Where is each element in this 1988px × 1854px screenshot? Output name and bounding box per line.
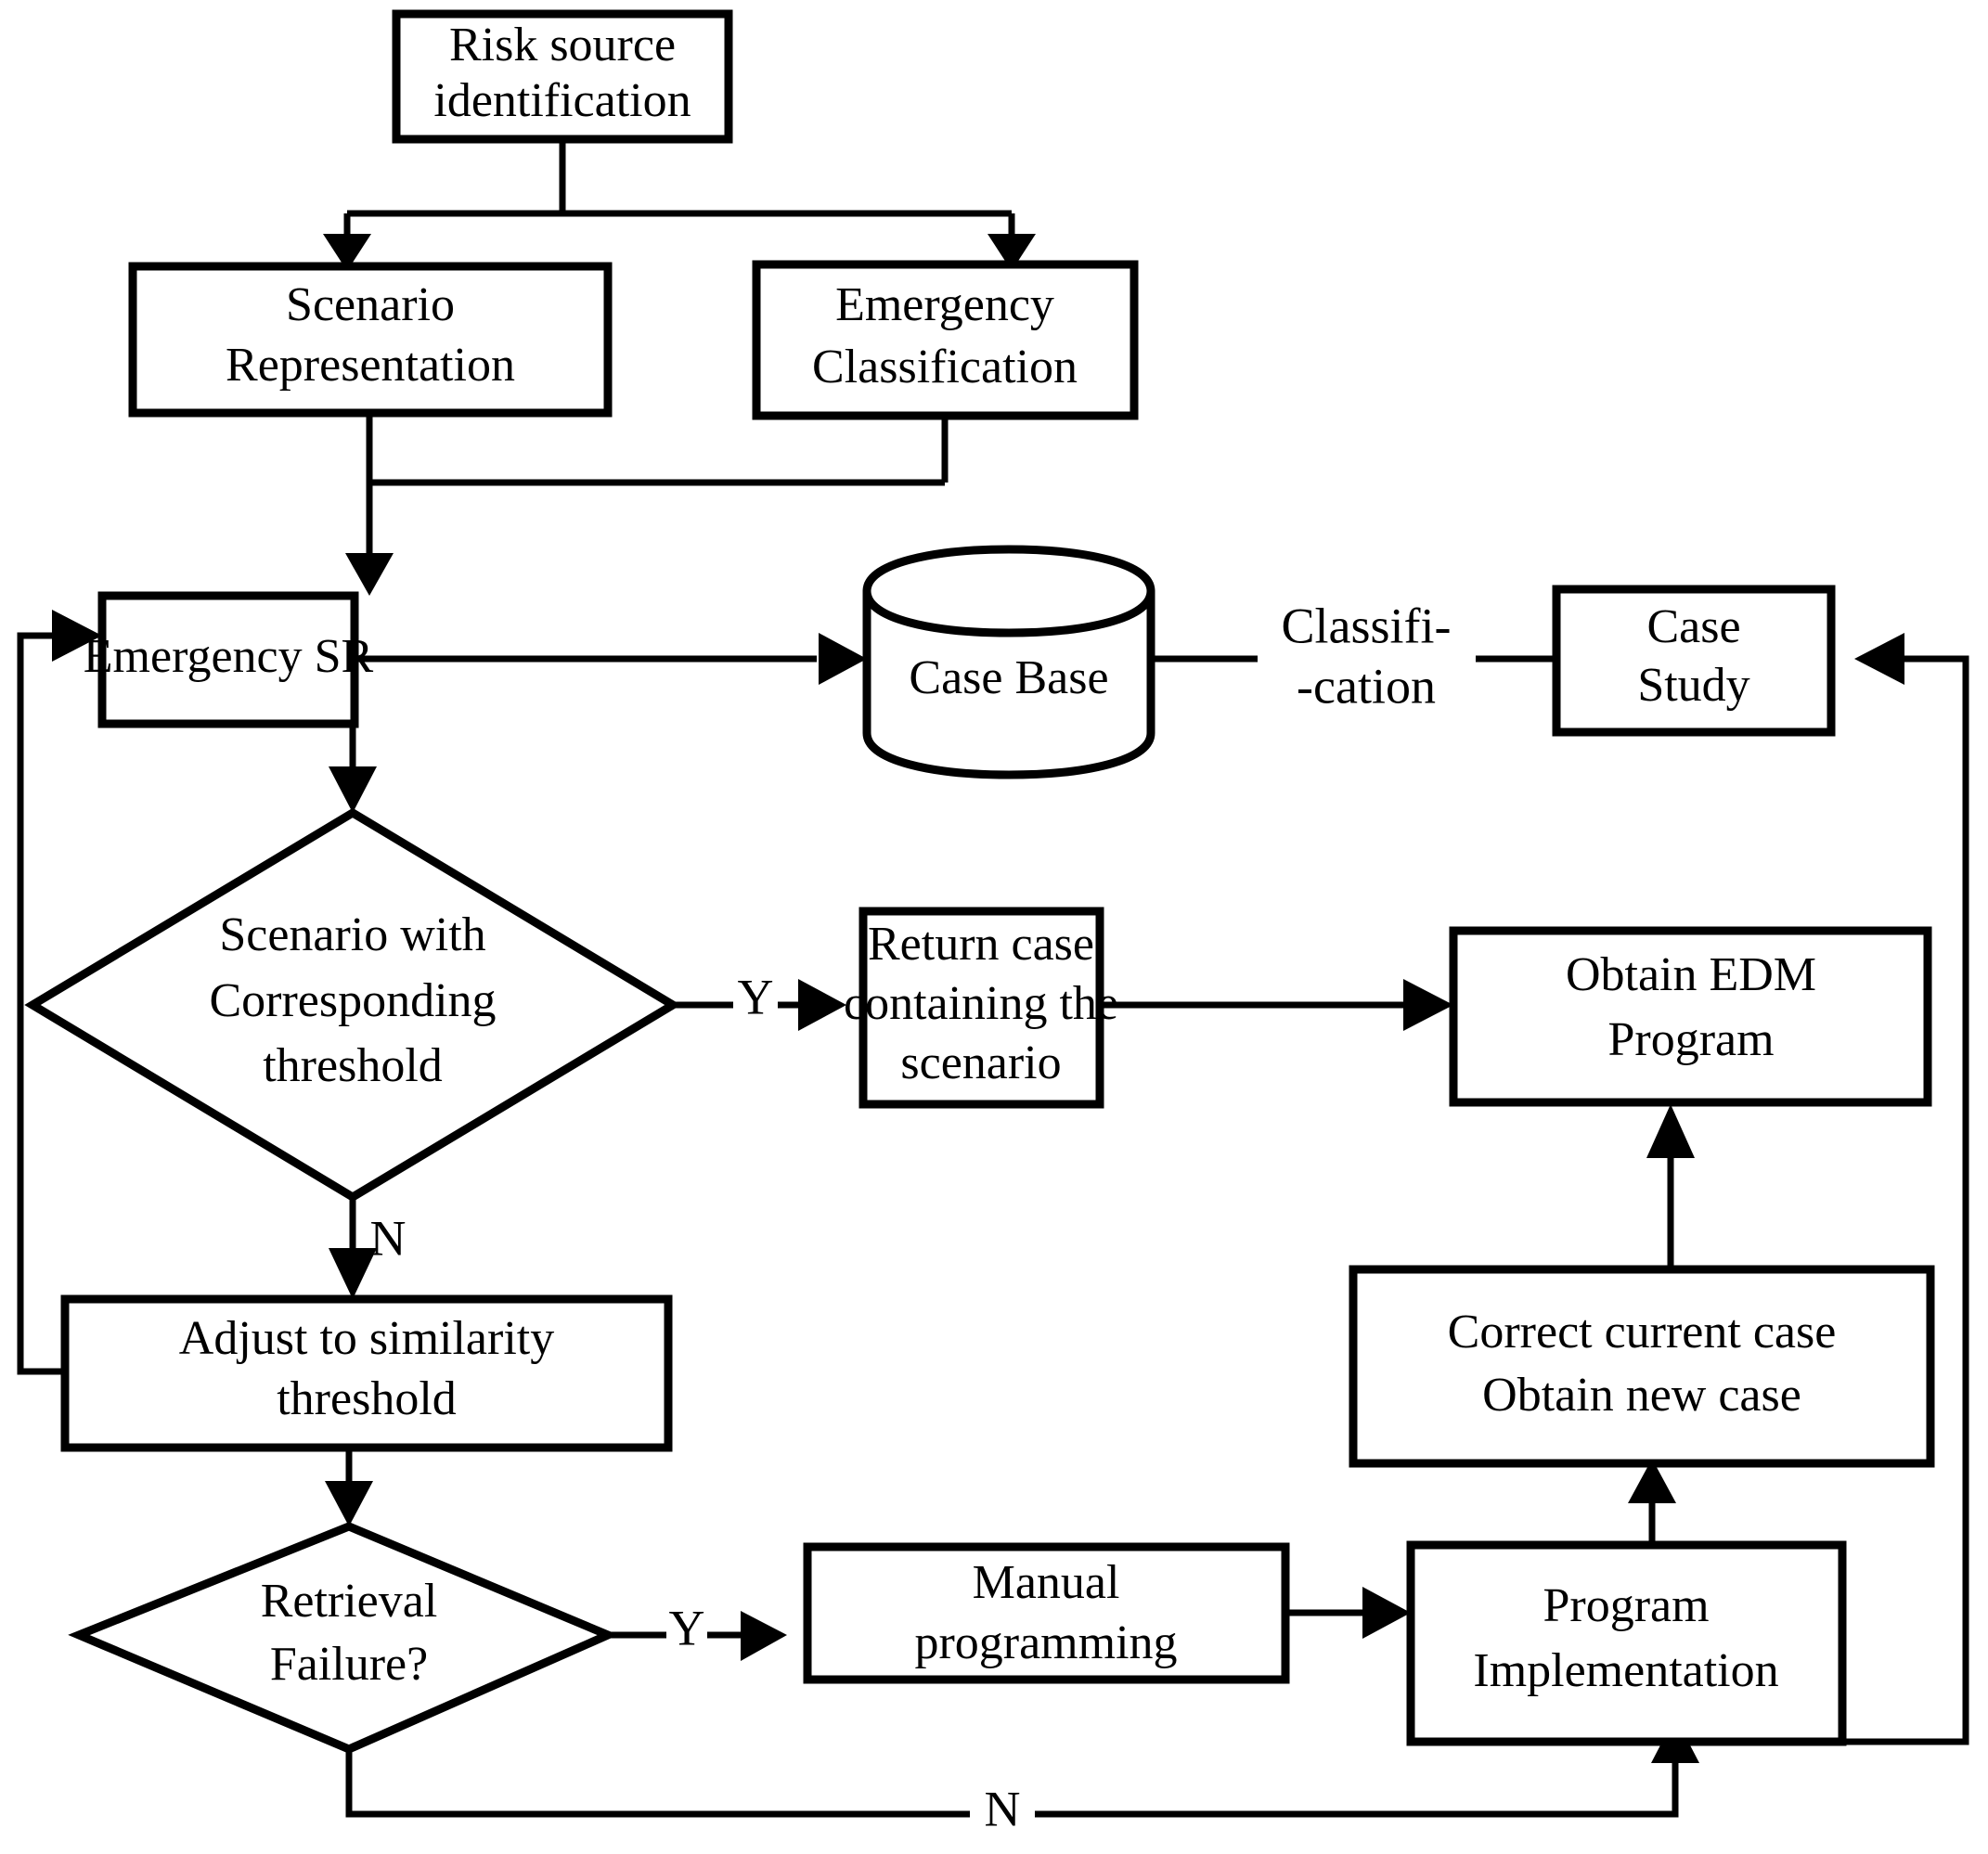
node-obtain-edm-program[interactable]: Obtain EDM Program (1449, 926, 1932, 1107)
retrieval-failure-diamond[interactable] (68, 1522, 619, 1754)
edge-programimpl-to-casestudy (1842, 655, 1969, 1745)
edge-diamond2-no-right (1035, 1763, 1679, 1818)
node-return-case[interactable]: Return case containing the scenario (844, 907, 1118, 1109)
classification-label-line2: -cation (1297, 658, 1436, 714)
edge-label-retrieval-no: N (985, 1781, 1021, 1836)
return-case-label-line1: Return case (868, 918, 1094, 971)
edge-diamond2-no-left (345, 1749, 970, 1818)
edge-label-retrieval-yes: Y (669, 1600, 705, 1655)
scenario-threshold-label-line3: threshold (263, 1039, 443, 1092)
arrowhead-to-return-case (798, 979, 846, 1031)
manual-programming-label-line2: programming (914, 1616, 1177, 1669)
case-study-label-line1: Case (1646, 600, 1740, 653)
node-emergency-classification[interactable]: Emergency Classification (752, 260, 1139, 420)
node-adjust-threshold[interactable]: Adjust to similarity threshold (60, 1294, 673, 1452)
retrieval-failure-label-line2: Failure? (270, 1638, 428, 1691)
emergency-classification-box[interactable] (752, 260, 1139, 420)
classification-label-line1: Classifi- (1282, 598, 1452, 653)
obtain-edm-box[interactable] (1449, 926, 1932, 1107)
node-program-implementation[interactable]: Program Implementation (1406, 1540, 1847, 1746)
node-scenario-threshold-decision[interactable]: Scenario with Corresponding threshold (24, 807, 681, 1203)
risk-source-label-line2: identification (433, 74, 691, 127)
arrowhead-to-emergency-classification (988, 234, 1036, 271)
emergency-sr-box[interactable] (97, 591, 359, 728)
adjust-threshold-box[interactable] (60, 1294, 673, 1452)
arrowhead-to-correct-case (1628, 1459, 1676, 1503)
edge-label-threshold-yes: Y (738, 969, 774, 1024)
scenario-representation-box[interactable] (128, 262, 613, 418)
arrowhead-to-scenario-representation (323, 234, 371, 271)
adjust-threshold-label-line2: threshold (277, 1372, 457, 1425)
correct-case-label-line2: Obtain new case (1482, 1369, 1801, 1422)
program-implementation-label-line2: Implementation (1473, 1644, 1778, 1697)
scenario-threshold-label-line1: Scenario with (219, 908, 485, 961)
case-study-box[interactable] (1552, 585, 1836, 737)
arrowhead-to-case-study (1854, 633, 1904, 685)
risk-source-box[interactable] (392, 9, 733, 144)
risk-source-label-line1: Risk source (449, 19, 676, 71)
node-retrieval-failure-decision[interactable]: Retrieval Failure? (68, 1522, 619, 1754)
obtain-edm-label-line2: Program (1607, 1013, 1774, 1066)
correct-current-case-box[interactable] (1349, 1265, 1935, 1468)
return-case-label-line2: containing the (844, 977, 1118, 1030)
manual-programming-label-line1: Manual (973, 1556, 1120, 1609)
arrowhead-to-obtain-edm (1403, 979, 1453, 1031)
node-emergency-sr[interactable]: Emergency SR (84, 591, 374, 728)
scenario-threshold-label-line2: Corresponding (209, 974, 496, 1027)
edge-label-classification: Classifi- -cation (1282, 598, 1452, 714)
arrowhead-feedback-to-emergency-sr (52, 610, 102, 662)
node-case-study[interactable]: Case Study (1552, 585, 1836, 737)
scenario-representation-label-line1: Scenario (286, 278, 455, 331)
case-base-label: Case Base (909, 651, 1108, 704)
arrowhead-to-program-implementation (1362, 1587, 1411, 1639)
emergency-sr-label: Emergency SR (84, 630, 374, 683)
correct-case-label-line1: Correct current case (1448, 1306, 1837, 1358)
case-study-label-line2: Study (1637, 659, 1749, 712)
program-implementation-box[interactable] (1406, 1540, 1847, 1746)
program-implementation-label-line1: Program (1543, 1579, 1709, 1632)
arrowhead-correctcase-to-obtain-edm (1646, 1104, 1695, 1158)
arrowhead-to-retrieval-failure (325, 1481, 373, 1526)
obtain-edm-label-line1: Obtain EDM (1566, 948, 1816, 1001)
arrowhead-to-adjust-threshold (329, 1248, 377, 1299)
case-base-cylinder-top (862, 590, 1155, 637)
emergency-classification-label-line1: Emergency (835, 278, 1054, 331)
node-correct-current-case[interactable]: Correct current case Obtain new case (1349, 1265, 1935, 1468)
node-risk-source-identification[interactable]: Risk source identification (392, 9, 733, 144)
manual-programming-box[interactable] (803, 1542, 1290, 1684)
emergency-classification-label-line2: Classification (812, 341, 1078, 393)
arrowhead-sr-to-casebase (819, 633, 867, 685)
edge-label-threshold-no: N (370, 1210, 407, 1266)
adjust-threshold-label-line1: Adjust to similarity (179, 1312, 554, 1365)
arrowhead-to-scenario-threshold (329, 766, 377, 813)
scenario-representation-label-line2: Representation (226, 339, 515, 392)
arrowhead-to-manual-programming (741, 1611, 787, 1661)
node-manual-programming[interactable]: Manual programming (803, 1542, 1290, 1684)
arrowhead-to-emergency-sr (345, 553, 394, 596)
return-case-box[interactable] (858, 907, 1104, 1109)
retrieval-failure-label-line1: Retrieval (261, 1575, 438, 1628)
scenario-threshold-diamond[interactable] (24, 807, 681, 1203)
return-case-label-line3: scenario (900, 1036, 1061, 1089)
edge-adjust-feedback-to-sr (17, 632, 65, 1375)
node-scenario-representation[interactable]: Scenario Representation (128, 262, 613, 418)
node-case-base[interactable]: Case Base (862, 545, 1155, 779)
